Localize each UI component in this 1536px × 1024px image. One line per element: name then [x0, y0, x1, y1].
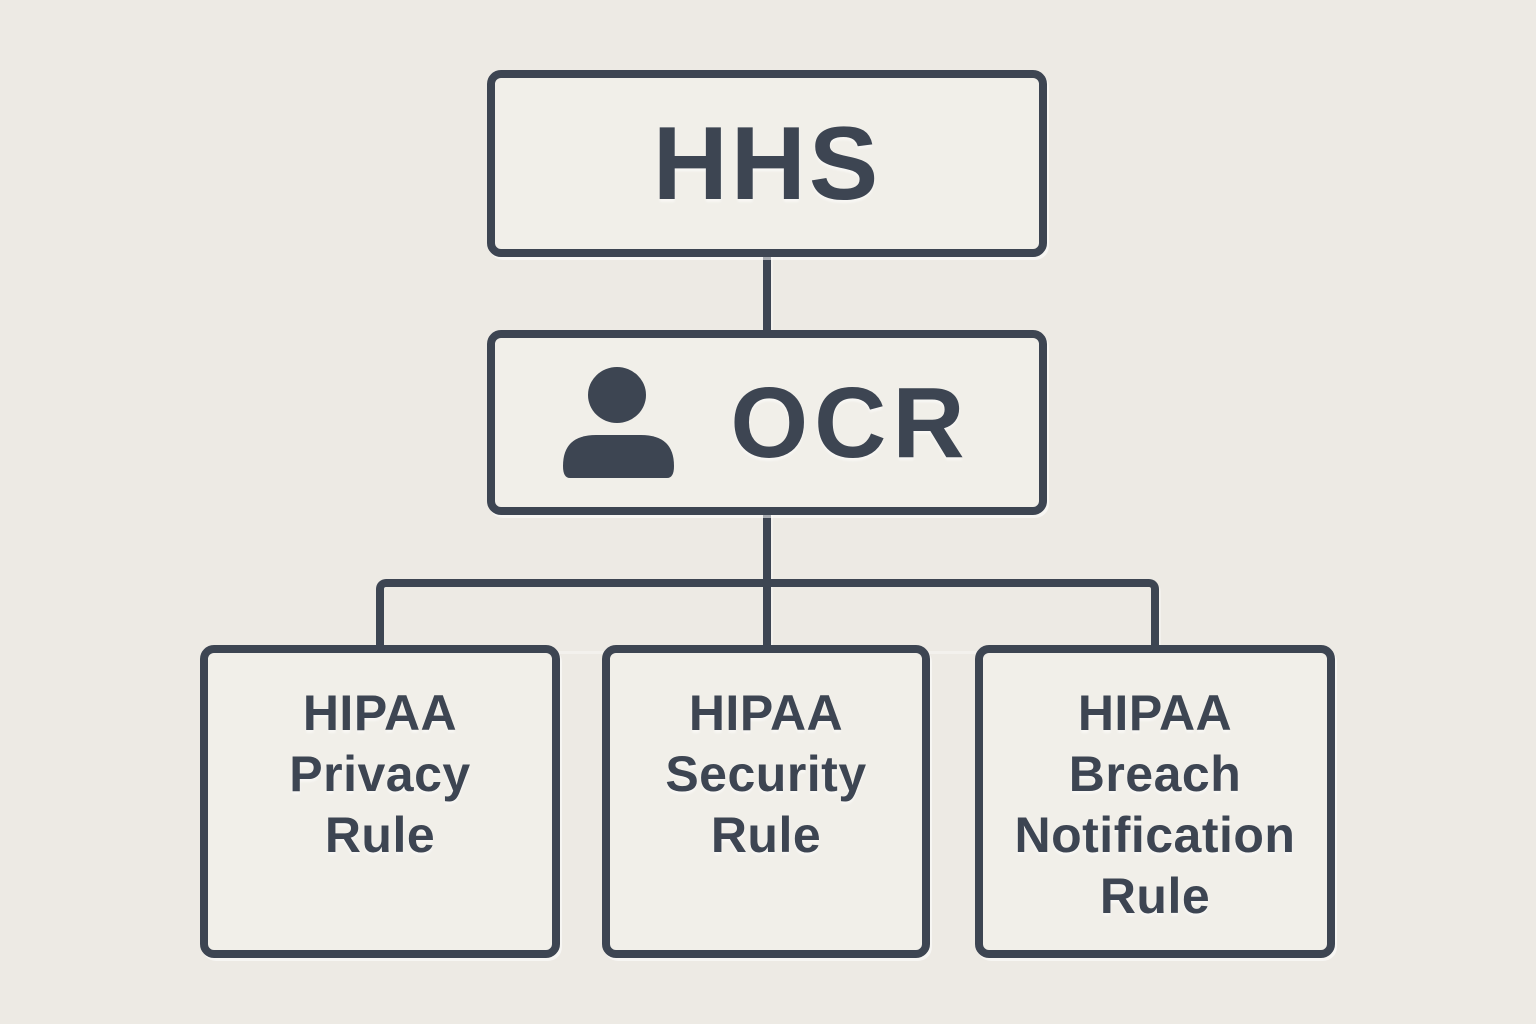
- label-line: Breach: [1068, 746, 1242, 802]
- label-line: Security: [665, 746, 867, 802]
- label-line: Privacy: [289, 746, 471, 802]
- label-line: HIPAA: [302, 685, 458, 741]
- person-icon: [563, 367, 675, 478]
- node-hipaa-breach-notification-rule: HIPAA Breach Notification Rule: [975, 645, 1335, 958]
- edge-ocr-branch: [376, 579, 1159, 651]
- edge-hhs-ocr: [763, 253, 771, 334]
- node-ocr-label: OCR: [730, 366, 971, 479]
- node-hipaa-breach-notification-rule-label: HIPAA Breach Notification Rule: [983, 653, 1327, 927]
- node-hipaa-security-rule-label: HIPAA Security Rule: [610, 653, 922, 866]
- label-line: Rule: [1099, 868, 1211, 924]
- node-hipaa-privacy-rule-label: HIPAA Privacy Rule: [208, 653, 552, 866]
- label-line: HIPAA: [688, 685, 844, 741]
- node-hhs: HHS: [487, 70, 1047, 257]
- label-line: Notification: [1014, 807, 1296, 863]
- label-line: Rule: [710, 807, 822, 863]
- node-hhs-label: HHS: [652, 105, 882, 222]
- label-line: Rule: [324, 807, 436, 863]
- node-ocr: OCR: [487, 330, 1047, 515]
- node-hipaa-privacy-rule: HIPAA Privacy Rule: [200, 645, 560, 958]
- node-hipaa-security-rule: HIPAA Security Rule: [602, 645, 930, 958]
- label-line: HIPAA: [1077, 685, 1233, 741]
